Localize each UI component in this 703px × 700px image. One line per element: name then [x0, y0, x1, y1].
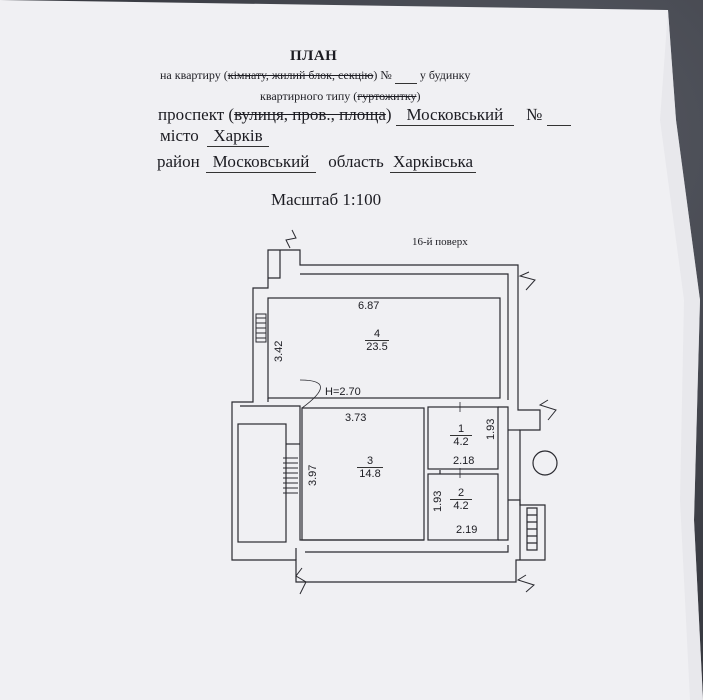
street-value: Московський [395, 105, 514, 126]
room3-label: 3 14.8 [357, 455, 383, 480]
room2-area: 4.2 [453, 500, 469, 512]
room4-width: 6.87 [358, 300, 380, 312]
room1-area: 4.2 [453, 436, 469, 448]
room1-depth: 1.93 [485, 418, 497, 440]
region-label: область [328, 152, 384, 171]
paper-shadow [660, 10, 703, 700]
apartment-line: на квартиру (кімнату, жилий блок, секцію… [160, 68, 470, 84]
building-type-line: квартирного типу (гуртожитку) [260, 89, 420, 104]
room1-number: 1 [450, 423, 472, 436]
building-type-struck: гуртожитку [357, 89, 417, 103]
room2-width: 2.19 [456, 524, 478, 536]
building-type-prefix: квартирного типу ( [260, 89, 358, 103]
number-label: № [526, 105, 543, 124]
room2-number: 2 [450, 487, 472, 500]
apartment-line-prefix: на квартиру ( [160, 68, 228, 82]
district-value: Московський [206, 152, 316, 173]
room3-number: 3 [357, 455, 383, 468]
street-label-suffix: ) [385, 105, 392, 124]
room4-label: 4 23.5 [365, 328, 389, 353]
scale-label: Масштаб 1:100 [271, 190, 382, 209]
apartment-line-after: ) № [373, 68, 392, 82]
room3-depth: 3.97 [307, 464, 319, 486]
ceiling-height: H=2.70 [325, 386, 361, 398]
room4-depth: 3.42 [273, 340, 285, 362]
room3-area: 14.8 [359, 468, 381, 480]
city-label: місто [160, 126, 199, 145]
apartment-number-field [394, 68, 417, 84]
room1-width: 2.18 [453, 455, 475, 467]
floor-plan [231, 229, 558, 595]
house-number-field [546, 105, 571, 126]
street-label-struck: вулиця, пров., площа [234, 105, 386, 124]
city-line: місто Харків [160, 126, 269, 147]
room3-width: 3.73 [345, 412, 367, 424]
street-line: проспект (вулиця, пров., площа) Московсь… [158, 105, 571, 126]
plan-title: ПЛАН [290, 48, 338, 64]
street-label-prefix: проспект ( [158, 105, 235, 124]
room2-depth: 1.93 [432, 490, 444, 512]
room1-label: 1 4.2 [450, 423, 472, 448]
room2-label: 2 4.2 [450, 487, 472, 512]
apartment-line-struck: кімнату, жилий блок, секцію [227, 68, 374, 82]
room4-area: 23.5 [366, 341, 388, 353]
building-type-suffix: ) [416, 89, 421, 103]
city-value: Харків [206, 126, 269, 147]
district-line: район Московський область Харківська [157, 152, 476, 173]
region-value: Харківська [389, 152, 476, 173]
district-label: район [157, 152, 200, 171]
floor-label: 16-й поверх [412, 236, 468, 248]
room4-number: 4 [365, 328, 389, 341]
apartment-line-suffix: у будинку [419, 68, 471, 82]
